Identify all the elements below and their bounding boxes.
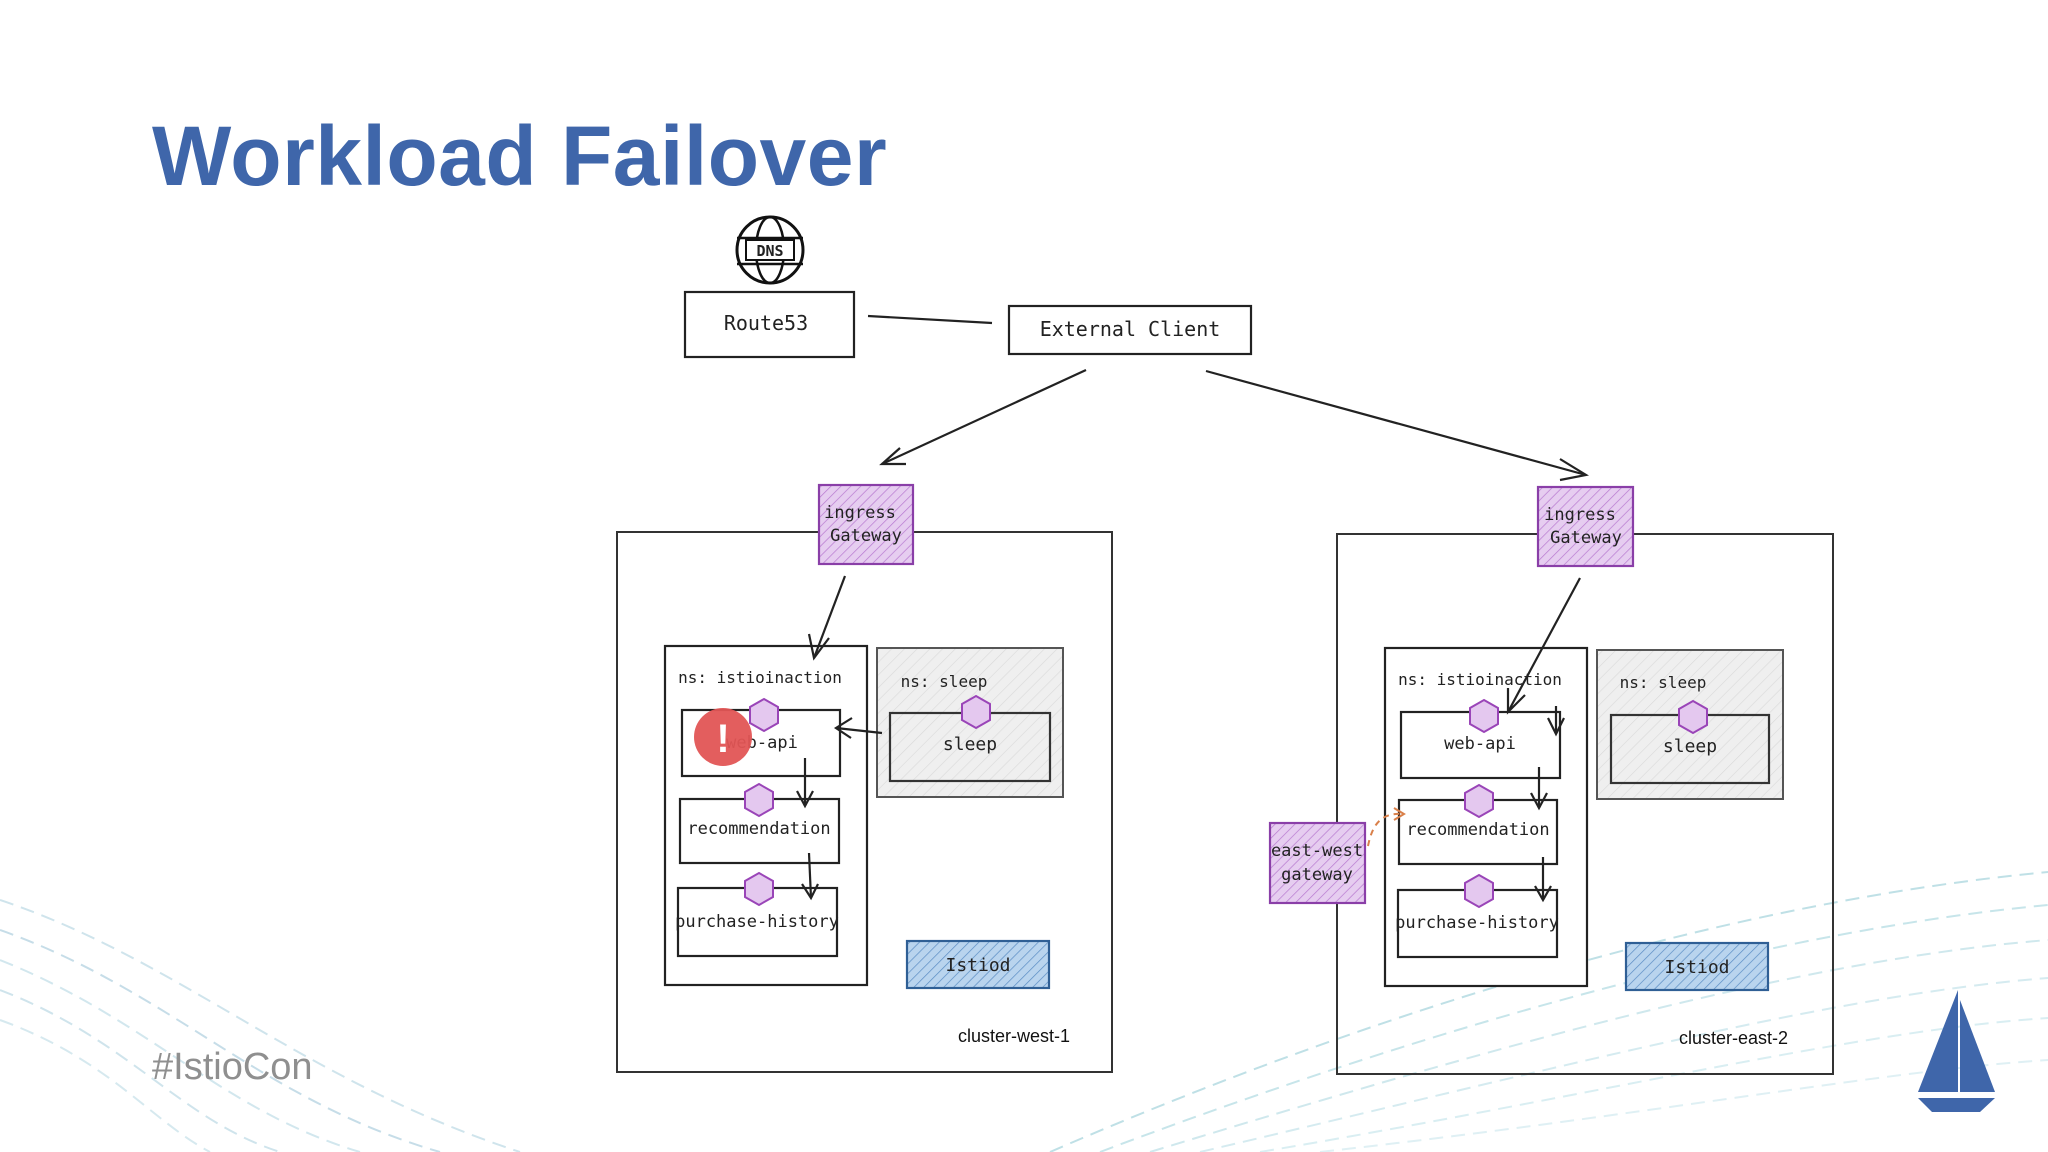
east-west-gateway-line1: east-west <box>1271 841 1363 861</box>
west-sleep-to-web-api-arrow <box>833 717 883 739</box>
external-client-label: External Client <box>1040 317 1221 341</box>
cluster-east-2-label: cluster-east-2 <box>1679 1028 1788 1048</box>
west-recommendation-sidecar-icon <box>744 782 774 818</box>
west-ingress-to-web-api-arrow <box>807 575 847 661</box>
west-ns-sleep-label: ns: sleep <box>901 672 988 691</box>
east-ns-sleep-label: ns: sleep <box>1620 673 1707 692</box>
east-istiod <box>1624 941 1770 992</box>
client-to-west-arrow <box>879 369 1087 466</box>
alert-icon: ! <box>694 708 752 766</box>
globe-dns-icon: DNS <box>735 215 805 285</box>
slide-title: Workload Failover <box>152 109 888 203</box>
alert-marker-text: ! <box>716 717 729 761</box>
west-ingress-line1: ingress <box>824 503 896 523</box>
west-sleep-label: sleep <box>943 734 997 755</box>
east-recommendation-label: recommendation <box>1406 820 1549 840</box>
dns-label: DNS <box>756 242 783 260</box>
east-purchase-history-label: purchase-history <box>1395 913 1559 933</box>
west-recommendation-label: recommendation <box>687 819 830 839</box>
east-web-api-sidecar-icon <box>1469 698 1499 734</box>
east-ns-istioinaction-label: ns: istioinaction <box>1398 670 1562 689</box>
west-istiod-label: Istiod <box>945 955 1010 976</box>
west-ns-istioinaction-label: ns: istioinaction <box>678 668 842 687</box>
west-web-api-to-recommendation-arrow <box>796 758 814 809</box>
route53-label: Route53 <box>724 311 808 335</box>
east-sleep-sidecar-icon <box>1678 699 1708 735</box>
istiocon-hashtag: #IstioCon <box>152 1046 313 1088</box>
west-istiod <box>905 939 1051 990</box>
east-ns-inner-arrow <box>1547 706 1565 737</box>
east-web-api-to-recommendation-arrow <box>1530 767 1548 811</box>
east-west-gateway <box>1268 821 1367 905</box>
west-purchase-history-label: purchase-history <box>675 912 839 932</box>
east-web-api-label: web-api <box>1444 734 1516 754</box>
cluster-west-1-label: cluster-west-1 <box>958 1026 1070 1046</box>
east-ingress-to-web-api-arrow <box>1506 577 1581 715</box>
client-to-east-arrow <box>1205 369 1589 482</box>
east-sleep-label: sleep <box>1663 736 1717 757</box>
route53-box <box>683 290 856 359</box>
east-recommendation-sidecar-icon <box>1464 783 1494 819</box>
west-ingress-line2: Gateway <box>830 526 902 546</box>
east-recommendation-to-purchase-arrow <box>1534 857 1552 903</box>
east-purchase-history-sidecar-icon <box>1464 873 1494 909</box>
east-west-gateway-to-recommendation-arrow <box>1367 807 1406 847</box>
route53-client-link <box>867 314 993 325</box>
west-sleep-sidecar-icon <box>961 694 991 730</box>
external-client-box <box>1007 304 1253 356</box>
west-ingress-gateway <box>817 483 915 566</box>
east-west-gateway-line2: gateway <box>1281 865 1353 885</box>
east-ingress-line1: ingress <box>1544 505 1616 525</box>
west-web-api-sidecar-icon <box>749 697 779 733</box>
west-purchase-history-sidecar-icon <box>744 871 774 907</box>
east-istiod-label: Istiod <box>1664 957 1729 978</box>
east-ingress-gateway <box>1536 485 1635 568</box>
east-ingress-line2: Gateway <box>1550 528 1622 548</box>
west-recommendation-to-purchase-arrow <box>801 852 819 901</box>
